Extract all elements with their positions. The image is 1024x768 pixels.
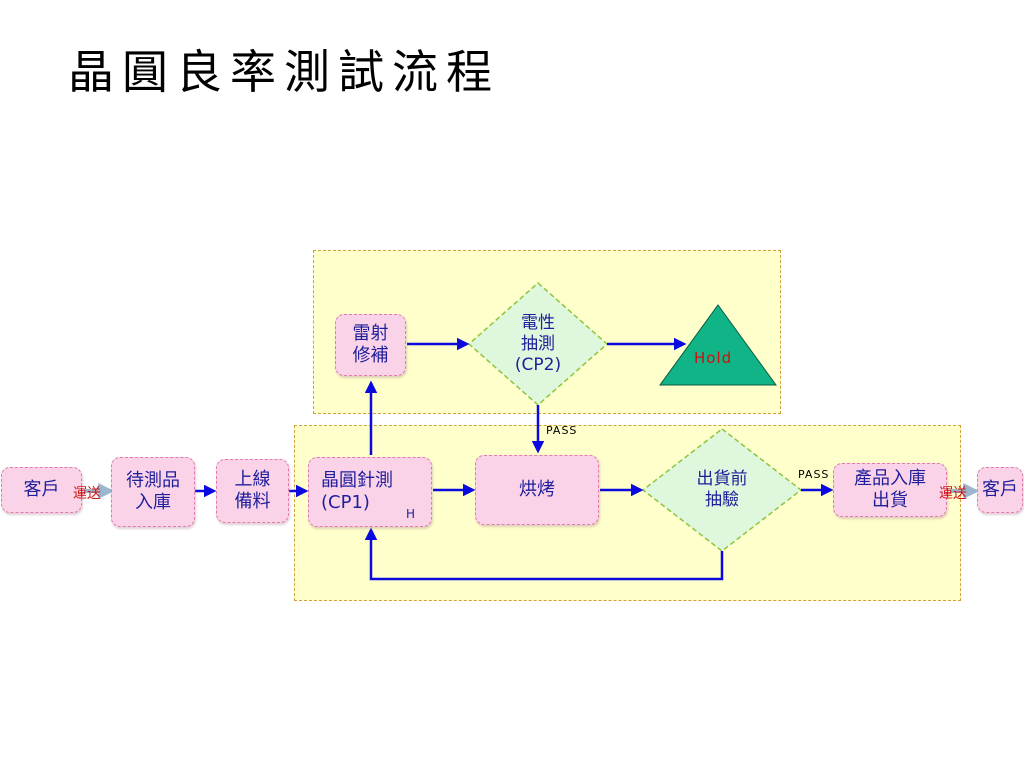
incoming-storage-box: 待測品 入庫 (111, 457, 195, 527)
customer-out-box: 客戶 (977, 467, 1023, 513)
hold-triangle (659, 304, 777, 386)
line-prep-box: 上線 備料 (216, 459, 289, 523)
transport-in-label: 運送 (73, 486, 101, 502)
cp1-box: 晶圓針測 (CP1) (308, 457, 432, 527)
pre-ship-diamond (641, 428, 803, 552)
transport-out-label: 運送 (939, 486, 967, 502)
hold-marker-label: H (406, 507, 416, 521)
cp2-label: 電性 抽測 (CP2) (514, 312, 562, 375)
pre-ship-label: 出貨前 抽驗 (696, 469, 748, 510)
customer-in-box: 客戶 (1, 467, 82, 513)
finished-storage-box: 產品入庫 出貨 (833, 463, 947, 517)
bake-box: 烘烤 (475, 455, 599, 525)
pass-label-ship: PASS (798, 468, 830, 481)
arrow-check-return-to-cp1 (364, 527, 724, 581)
pass-label-cp2: PASS (546, 424, 578, 437)
laser-repair-box: 雷射 修補 (335, 314, 406, 376)
page-title: 晶圓良率測試流程 (68, 45, 500, 99)
hold-label: Hold (694, 349, 733, 367)
